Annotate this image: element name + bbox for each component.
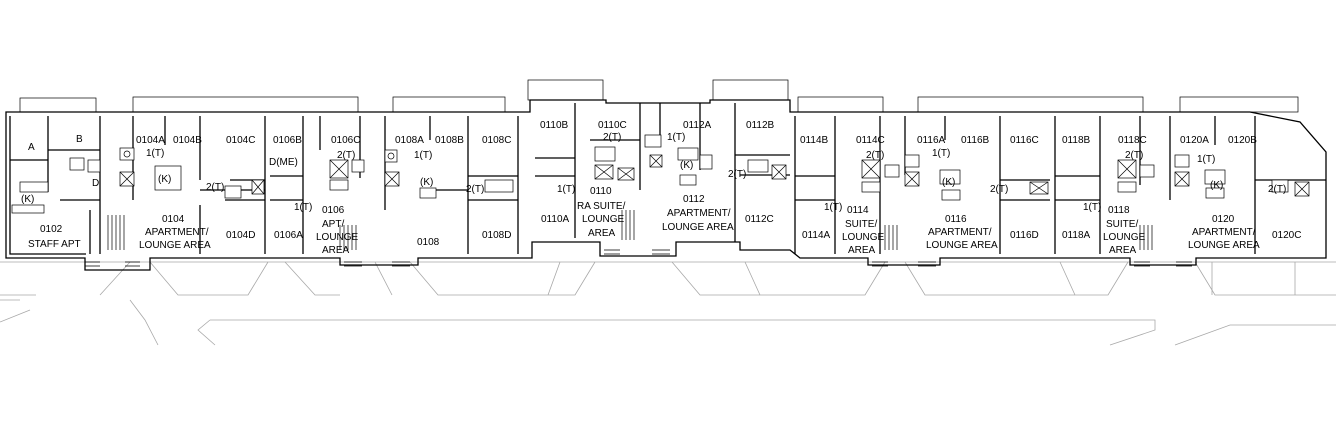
room-label: 0108 (417, 237, 440, 248)
room-label: 2(T) (990, 184, 1008, 195)
room-label: 2(T) (1268, 184, 1286, 195)
room-label: 0120B (1228, 135, 1257, 146)
interior-walls (10, 103, 1326, 254)
room-label: LOUNGE (582, 214, 625, 225)
room-label: 2(T) (728, 169, 746, 180)
room-label: 0104 (162, 214, 185, 225)
room-label: 2(T) (337, 150, 355, 161)
room-label: (K) (420, 177, 433, 188)
room-label: 1(T) (1083, 202, 1101, 213)
room-label: 0106A (274, 230, 303, 241)
room-label: 0116 (945, 214, 967, 225)
room-label: 2(T) (1125, 150, 1143, 161)
room-label: 0102 (40, 224, 63, 235)
room-label: 0110A (541, 214, 570, 225)
room-label: AREA (322, 245, 350, 256)
room-label: 2(T) (866, 150, 884, 161)
room-label: 0116C (1010, 135, 1039, 146)
room-label: 2(T) (206, 182, 224, 193)
room-label: (K) (1210, 180, 1223, 191)
room-label: RA SUITE/ (577, 201, 626, 212)
room-label: 0114C (856, 135, 885, 146)
room-label: 0112A (683, 120, 712, 131)
stairs (85, 210, 1192, 271)
room-label: LOUNGE AREA (926, 240, 998, 251)
room-label: 1(T) (294, 202, 312, 213)
room-label: 2(T) (466, 184, 484, 195)
room-label: 1(T) (1197, 154, 1215, 165)
room-label: AREA (1109, 245, 1137, 256)
room-label: 0112B (746, 120, 775, 131)
room-label: APARTMENT/ (1192, 227, 1256, 238)
room-label: 0104A (136, 135, 165, 146)
exterior-walls (5, 99, 1327, 271)
room-label: 0110B (540, 120, 569, 131)
room-label: 0118 (1108, 205, 1130, 216)
room-label: 0110C (598, 120, 627, 131)
room-label: (K) (680, 160, 693, 171)
room-label: AREA (588, 228, 616, 239)
room-label: 0110 (590, 186, 612, 197)
room-label: 0108D (482, 230, 511, 241)
room-label: 0108A (395, 135, 424, 146)
room-label: APARTMENT/ (145, 227, 209, 238)
room-label: 0116D (1010, 230, 1039, 241)
room-label: LOUNGE AREA (1188, 240, 1260, 251)
room-label: 1(T) (932, 148, 950, 159)
room-label: 0104D (226, 230, 255, 241)
room-label: (K) (942, 177, 955, 188)
room-label: 0120A (1180, 135, 1209, 146)
room-label: A (28, 142, 35, 153)
room-label: SUITE/ (845, 219, 877, 230)
room-label: 0120 (1212, 214, 1235, 225)
room-label: 0116B (961, 135, 990, 146)
room-label: STAFF APT (28, 239, 81, 250)
balconies (19, 79, 1299, 113)
room-label: APT/ (322, 219, 344, 230)
site-walkways (0, 261, 1336, 346)
room-label: AREA (848, 245, 876, 256)
room-label: D (92, 178, 99, 189)
room-label: 1(T) (414, 150, 432, 161)
room-label: 0106 (322, 205, 345, 216)
room-label: 0120C (1272, 230, 1301, 241)
room-label: 0106C (331, 135, 360, 146)
room-label: 1(T) (824, 202, 842, 213)
room-label: (K) (158, 174, 171, 185)
room-label: LOUNGE (316, 232, 359, 243)
room-label: 1(T) (667, 132, 685, 143)
room-label: 0106B (273, 135, 302, 146)
room-label: 0114 (847, 205, 869, 216)
room-label: B (76, 134, 83, 145)
room-label: 1(T) (557, 184, 575, 195)
room-labels: A B D (K) 0102 STAFF APT 0104A 1(T) 0104… (21, 120, 1301, 256)
room-label: 0118A (1062, 230, 1091, 241)
room-label: (K) (21, 194, 34, 205)
fixtures (11, 134, 1310, 214)
room-label: LOUNGE AREA (662, 222, 734, 233)
room-label: 0108B (435, 135, 464, 146)
room-label: D(ME) (269, 157, 298, 168)
room-label: 0118B (1062, 135, 1091, 146)
room-label: 1(T) (146, 148, 164, 159)
room-label: LOUNGE (1103, 232, 1146, 243)
room-label: 0114B (800, 135, 829, 146)
room-label: SUITE/ (1106, 219, 1138, 230)
room-label: 0112C (745, 214, 774, 225)
room-label: 0118C (1118, 135, 1147, 146)
room-label: APARTMENT/ (667, 208, 731, 219)
room-label: 0112 (683, 194, 705, 205)
room-label: 2(T) (603, 132, 621, 143)
room-label: 0116A (917, 135, 946, 146)
room-label: 0104B (173, 135, 202, 146)
room-label: LOUNGE (842, 232, 885, 243)
room-label: 0104C (226, 135, 255, 146)
room-label: APARTMENT/ (928, 227, 992, 238)
room-label: 0114A (802, 230, 831, 241)
room-label: 0108C (482, 135, 511, 146)
room-label: LOUNGE AREA (139, 240, 211, 251)
